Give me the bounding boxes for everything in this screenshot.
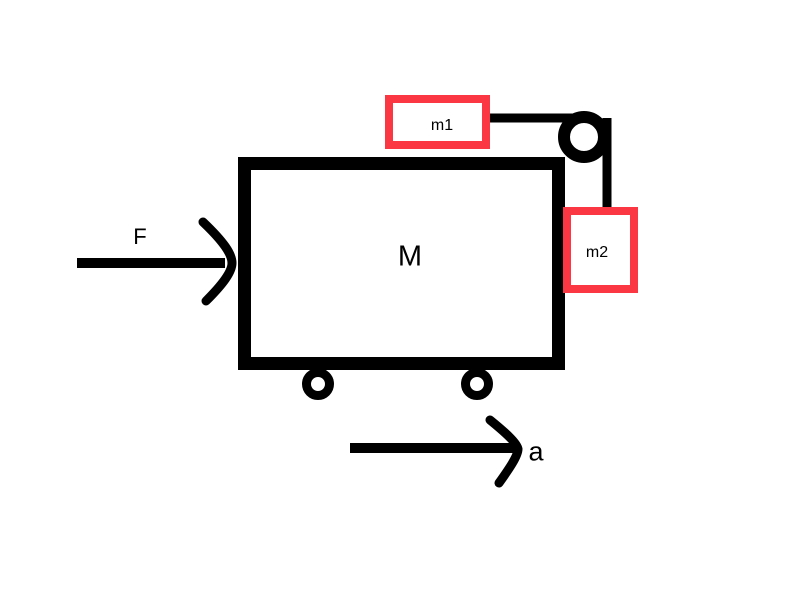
hanging-mass-label: m2 [585,244,609,261]
force-arrowhead-icon [198,217,237,306]
mass-m1-box [385,95,490,149]
pulley [558,111,610,163]
mass-m2-box [563,207,638,293]
wheel-left [302,368,334,400]
force-label: F [133,224,147,249]
wheel-right [461,368,493,400]
acceleration-arrowhead-icon [485,415,523,488]
main-mass-label: M [397,240,423,273]
cart-body [238,157,565,370]
acceleration-label: a [528,436,544,467]
top-mass-label: m1 [430,117,454,134]
